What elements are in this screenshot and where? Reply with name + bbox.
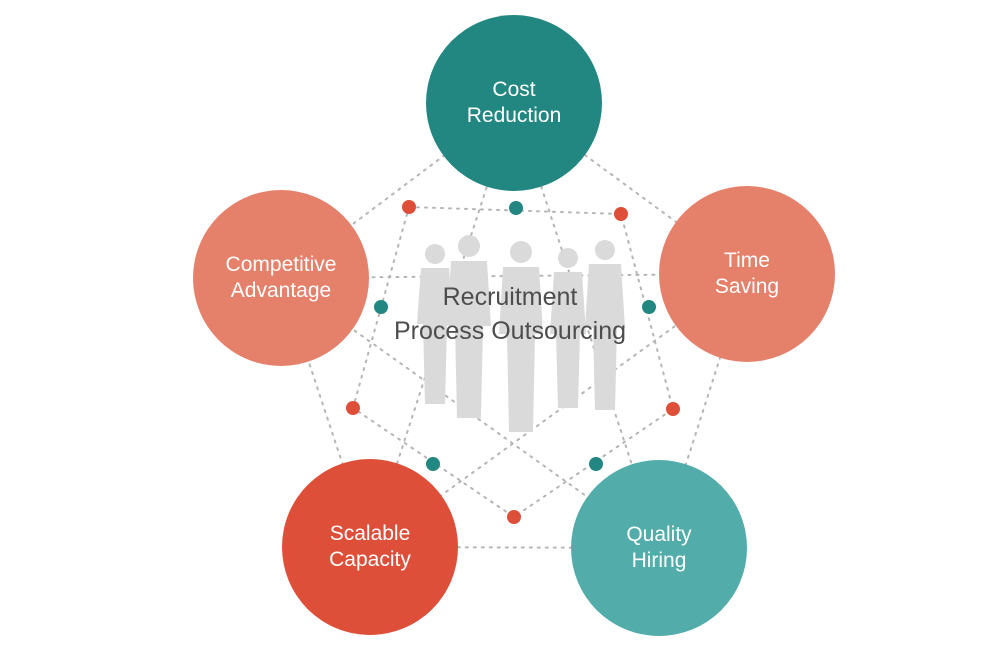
node-scalable-capacity: Scalable Capacity bbox=[282, 459, 458, 635]
center-title: Recruitment Process Outsourcing bbox=[370, 280, 650, 348]
node-quality-hiring: Quality Hiring bbox=[571, 460, 747, 636]
teal-dot bbox=[374, 300, 388, 314]
node-label-line1: Competitive bbox=[225, 253, 337, 276]
orange-dot bbox=[666, 402, 680, 416]
node-time-saving: Time Saving bbox=[659, 186, 835, 362]
teal-dot bbox=[509, 201, 523, 215]
node-label-line1: Scalable bbox=[329, 522, 411, 545]
node-label-line1: Cost bbox=[492, 78, 536, 101]
orange-dot bbox=[402, 200, 416, 214]
teal-dot bbox=[642, 300, 656, 314]
teal-dot bbox=[426, 457, 440, 471]
teal-dot bbox=[589, 457, 603, 471]
orange-dot bbox=[346, 401, 360, 415]
node-label-line2: Saving bbox=[714, 275, 780, 298]
node-label-line2: Reduction bbox=[466, 104, 562, 127]
node-competitive-advantage: Competitive Advantage bbox=[193, 190, 369, 366]
node-label-line2: Hiring bbox=[631, 549, 687, 572]
orange-dot bbox=[507, 510, 521, 524]
node-label-line2: Advantage bbox=[230, 279, 332, 302]
center-title-line1: Recruitment bbox=[442, 283, 578, 311]
orange-dot bbox=[614, 207, 628, 221]
node-cost-reduction: Cost Reduction bbox=[426, 15, 602, 191]
node-label-line1: Quality bbox=[626, 523, 692, 546]
node-label-line2: Capacity bbox=[329, 548, 411, 571]
node-label-line1: Time bbox=[724, 249, 770, 272]
center-title-line2: Process Outsourcing bbox=[393, 317, 627, 345]
inner-pentagon-dotted bbox=[351, 205, 675, 519]
business-people-silhouette bbox=[417, 235, 625, 432]
